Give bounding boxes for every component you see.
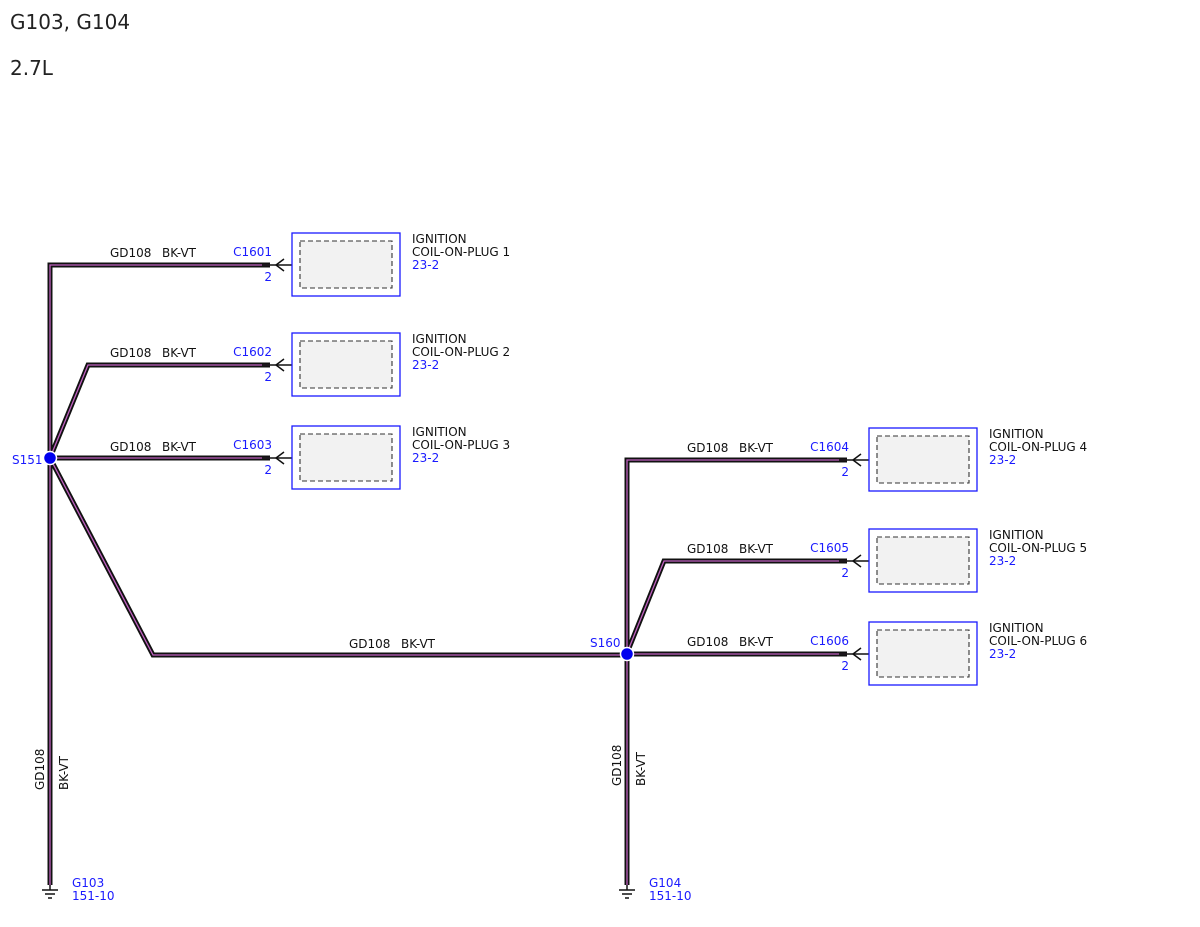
component-body [299, 240, 393, 289]
connector-pin: 2 [264, 370, 272, 384]
wire-circuit-label: GD108 [110, 440, 151, 454]
component-body [299, 433, 393, 482]
connector-arrow-icon [851, 453, 862, 467]
connector-c1602 [262, 332, 401, 397]
connector-pin: 2 [264, 270, 272, 284]
wire-circuit-label: GD108 [349, 637, 390, 651]
component-body [299, 340, 393, 389]
wire-color-label: BK-VT [739, 542, 774, 556]
ground-id: G103 [72, 876, 104, 890]
component-body [876, 536, 970, 585]
ground-id: G104 [649, 876, 681, 890]
component-name-line2: COIL-ON-PLUG 2 [412, 345, 510, 359]
component-ref: 23-2 [989, 647, 1016, 661]
wire-color-label: BK-VT [57, 755, 71, 790]
connector-pin: 2 [264, 463, 272, 477]
component-name-line2: COIL-ON-PLUG 3 [412, 438, 510, 452]
wire-color-label: BK-VT [634, 751, 648, 786]
connector-c1603 [262, 425, 401, 490]
connector-c1605 [839, 528, 978, 593]
connector-id: C1602 [233, 345, 272, 359]
wire-color-label: BK-VT [162, 440, 197, 454]
wire-c1604-stripe [626, 459, 847, 885]
ground-ref: 151-10 [649, 889, 692, 903]
wire-circuit-label: GD108 [110, 246, 151, 260]
component-ref: 23-2 [989, 554, 1016, 568]
wire-circuit-label: GD108 [687, 635, 728, 649]
component-name-line1: IGNITION [412, 425, 467, 439]
connector-id: C1604 [810, 440, 849, 454]
component-name-line1: IGNITION [412, 232, 467, 246]
component-name-line1: IGNITION [412, 332, 467, 346]
component-ref: 23-2 [412, 358, 439, 372]
wire-color-label: BK-VT [162, 346, 197, 360]
component-name-line2: COIL-ON-PLUG 1 [412, 245, 510, 259]
connector-arrow-icon [851, 647, 862, 661]
page-subtitle: 2.7L [10, 56, 53, 80]
splice-dot-s160 [619, 646, 635, 662]
component-ref: 23-2 [412, 258, 439, 272]
component-name-line2: COIL-ON-PLUG 4 [989, 440, 1087, 454]
ground-icon [619, 885, 635, 899]
component-body [876, 435, 970, 484]
wire-c1604 [624, 457, 847, 885]
wire-color-label: BK-VT [739, 635, 774, 649]
ground-ref: 151-10 [72, 889, 115, 903]
ground-icon [42, 885, 58, 899]
connector-pin: 2 [841, 566, 849, 580]
component-name-line2: COIL-ON-PLUG 5 [989, 541, 1087, 555]
wire-circuit-label: GD108 [33, 749, 47, 790]
wire-color-label: BK-VT [162, 246, 197, 260]
splice-dot-s151 [42, 450, 58, 466]
connector-arrow-icon [274, 258, 285, 272]
wire-circuit-label: GD108 [610, 745, 624, 786]
component-name-line1: IGNITION [989, 621, 1044, 635]
connector-id: C1601 [233, 245, 272, 259]
component-name-line1: IGNITION [989, 528, 1044, 542]
component-ref: 23-2 [412, 451, 439, 465]
connector-c1606 [839, 621, 978, 686]
connector-arrow-icon [274, 451, 285, 465]
wire-s151-s160-stripe [49, 457, 627, 656]
connector-id: C1603 [233, 438, 272, 452]
wire-circuit-label: GD108 [110, 346, 151, 360]
wire-color-label: BK-VT [739, 441, 774, 455]
wire-circuit-label: GD108 [687, 441, 728, 455]
connector-c1604 [839, 427, 978, 492]
component-ref: 23-2 [989, 453, 1016, 467]
splice-id: S160 [590, 636, 621, 650]
wire-circuit-label: GD108 [687, 542, 728, 556]
component-name-line2: COIL-ON-PLUG 6 [989, 634, 1087, 648]
connector-c1601 [262, 232, 401, 297]
wire-c1605-stripe [626, 560, 847, 654]
connector-arrow-icon [851, 554, 862, 568]
page-title: G103, G104 [10, 10, 131, 34]
component-name-line1: IGNITION [989, 427, 1044, 441]
connector-id: C1606 [810, 634, 849, 648]
connector-arrow-icon [274, 358, 285, 372]
wire-color-label: BK-VT [401, 637, 436, 651]
wire-c1601-stripe [49, 264, 270, 885]
wire-c1602-stripe [49, 364, 270, 459]
connector-pin: 2 [841, 465, 849, 479]
connector-id: C1605 [810, 541, 849, 555]
connector-pin: 2 [841, 659, 849, 673]
splice-id: S151 [12, 453, 43, 467]
component-body [876, 629, 970, 678]
